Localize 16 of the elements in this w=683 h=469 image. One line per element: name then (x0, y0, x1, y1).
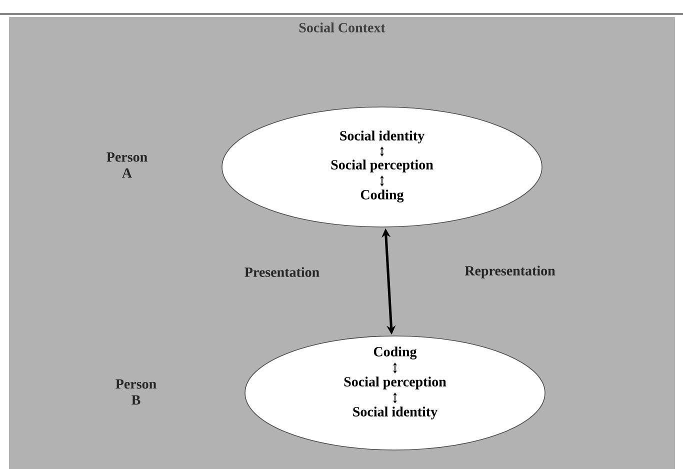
small-double-arrow (380, 176, 384, 186)
label: Representation (464, 266, 556, 278)
label: Person B (116, 379, 156, 405)
ellipse (222, 106, 542, 228)
item-text: Social identity (353, 406, 438, 420)
small-double-arrow (380, 146, 384, 156)
small-double-arrow (392, 392, 398, 404)
item-text: Social identity (340, 130, 424, 144)
label: Person A (106, 152, 148, 178)
item-text: Coding (360, 190, 404, 202)
ellipse (244, 336, 546, 450)
small-double-arrow (392, 362, 398, 374)
item-text: Social perception (331, 160, 434, 172)
label: Presentation (244, 267, 320, 277)
item-text: Coding (374, 346, 417, 360)
item-text: Social perception (344, 376, 446, 390)
